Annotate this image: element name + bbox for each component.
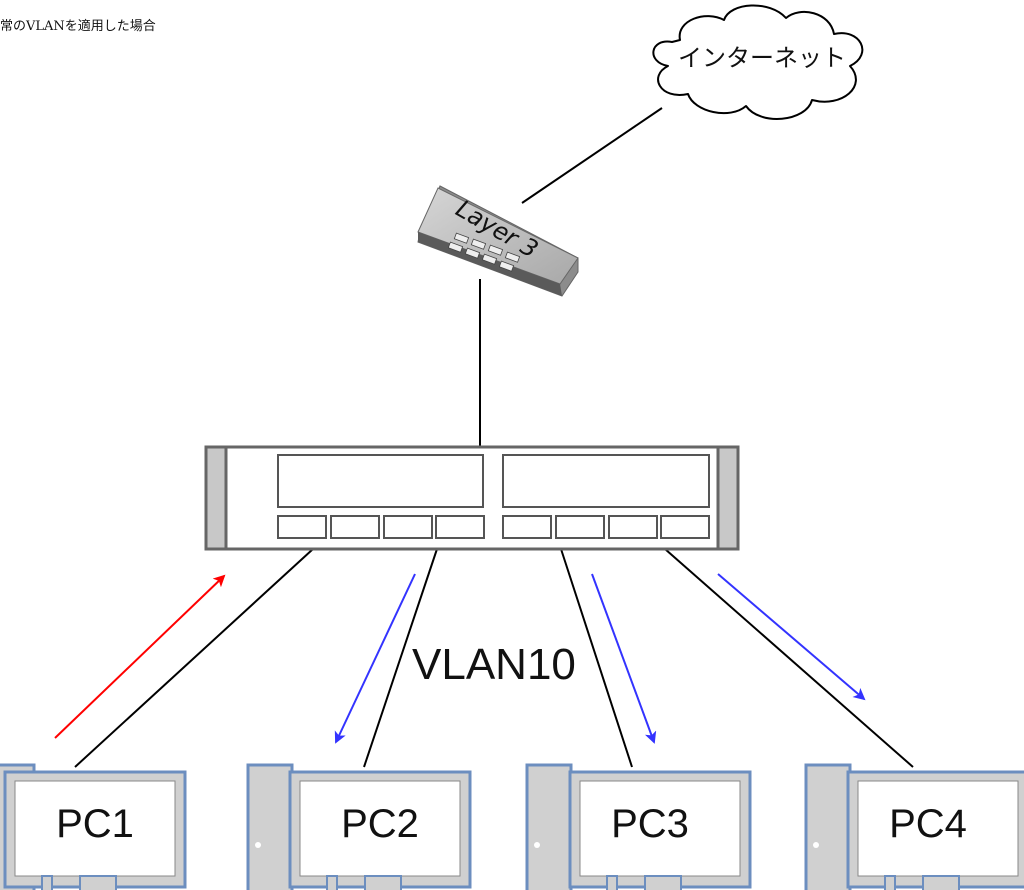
pc3-icon: PC3 xyxy=(525,763,752,890)
pc4-label: PC4 xyxy=(889,802,967,846)
pc2-downstream-arrow xyxy=(334,573,416,744)
pc3-downstream-arrow xyxy=(591,573,657,744)
switch-pc3-link xyxy=(560,548,633,768)
pc1-upstream-arrow xyxy=(54,574,226,739)
pc2-icon: PC2 xyxy=(246,763,472,890)
pc1-icon: PC1 xyxy=(0,763,187,890)
cloud-label: インターネット xyxy=(678,44,846,72)
diagram-caption: 常のVLANを適用した場合 xyxy=(0,18,156,34)
vlan-label: VLAN10 xyxy=(412,640,576,689)
switch-icon xyxy=(204,445,740,551)
pc3-label: PC3 xyxy=(611,802,689,846)
pc2-label: PC2 xyxy=(341,802,419,846)
switch-pc2-link xyxy=(363,548,438,768)
cloud-router-link xyxy=(521,107,663,204)
switch-pc4-link xyxy=(664,548,914,768)
internet-cloud-icon: インターネット xyxy=(652,4,864,120)
switch-pc1-link xyxy=(74,548,314,768)
pc1-label: PC1 xyxy=(56,802,134,846)
pc4-icon: PC4 xyxy=(804,763,1024,890)
layer3-router-icon: Layer 3 xyxy=(417,185,579,297)
pc4-downstream-arrow xyxy=(717,573,866,701)
